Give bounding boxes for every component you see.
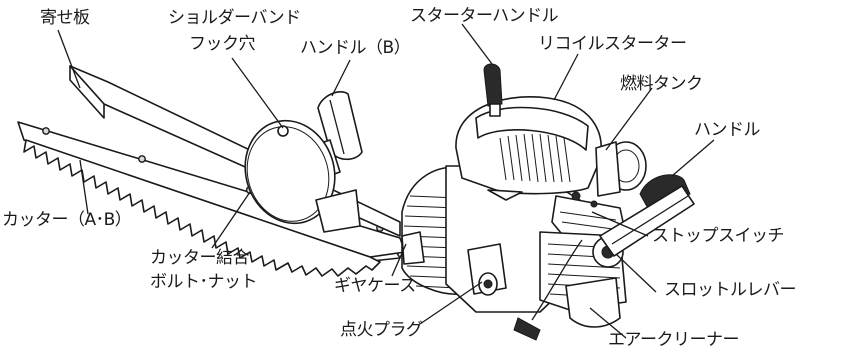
- label-cutter-bolt-line1: カッター結合: [150, 248, 250, 268]
- label-starter-handle: スターターハンドル: [410, 6, 559, 26]
- label-cutter-bolt-line2: ボルト･ナット: [150, 272, 258, 292]
- label-throttle-lever: スロットルレバー: [664, 280, 797, 300]
- label-stop-switch: ストップスイッチ: [652, 226, 785, 246]
- label-shoulder-band-hook-line1: ショルダーバンド: [168, 8, 301, 28]
- handle-right: [599, 174, 695, 257]
- engine: [401, 63, 647, 341]
- label-air-cleaner: エアークリーナー: [608, 330, 739, 350]
- label-recoil-starter: リコイルスターター: [538, 34, 687, 54]
- label-spark-plug: 点火プラグ: [340, 320, 423, 340]
- label-guide-plate: 寄せ板: [40, 8, 90, 28]
- label-shoulder-band-hook-line2: フック穴: [189, 34, 256, 54]
- label-cutter-ab: カッター（A･B）: [2, 210, 132, 230]
- handle-b-assembly: [244, 91, 363, 233]
- label-gear-case: ギヤケース: [334, 276, 416, 296]
- label-handle: ハンドル: [694, 120, 761, 140]
- leader-lines: [57, 23, 715, 339]
- label-handle-b: ハンドル（B）: [300, 38, 411, 58]
- label-fuel-tank: 燃料タンク: [620, 74, 703, 94]
